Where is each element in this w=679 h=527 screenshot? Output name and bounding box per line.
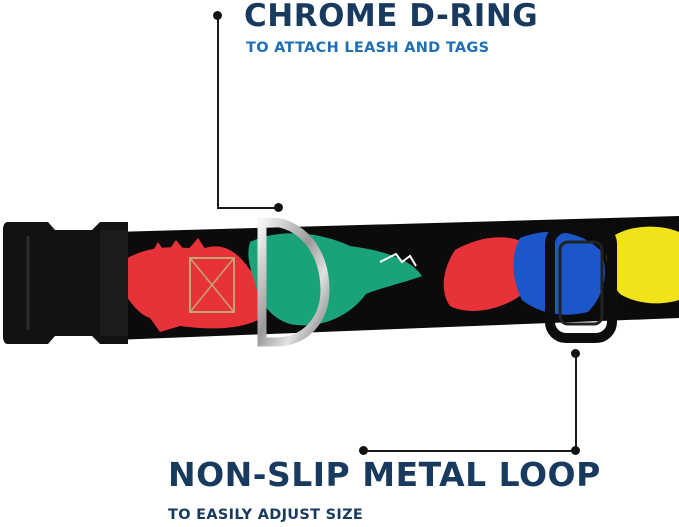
slide-loop-icon [545,223,617,343]
buckle-icon [3,222,128,344]
d-ring-heading: CHROME D-RING [244,0,539,34]
top-leader-dot-start [213,11,222,20]
top-leader-horizontal [217,207,279,209]
d-ring-subheading: TO ATTACH LEASH AND TAGS [246,40,490,56]
bottom-leader-horizontal [363,450,577,452]
top-leader-vertical [217,16,219,208]
yellow-dinosaur-icon [606,226,679,304]
red-trex-icon [443,237,536,311]
metal-loop-subheading: TO EASILY ADJUST SIZE [168,507,364,523]
d-ring-icon [257,217,330,347]
collar-strap [115,216,679,340]
stitched-patch [189,257,235,313]
green-dinosaur-icon [248,233,422,326]
metal-loop-heading: NON-SLIP METAL LOOP [168,455,601,494]
bottom-leader-dot-start [571,349,580,358]
red-dinosaur-icon [122,246,266,332]
bottom-leader-dot-end [359,446,368,455]
bottom-leader-dot-corner [571,446,580,455]
top-leader-dot-end [274,203,283,212]
bottom-leader-vertical [575,354,577,452]
